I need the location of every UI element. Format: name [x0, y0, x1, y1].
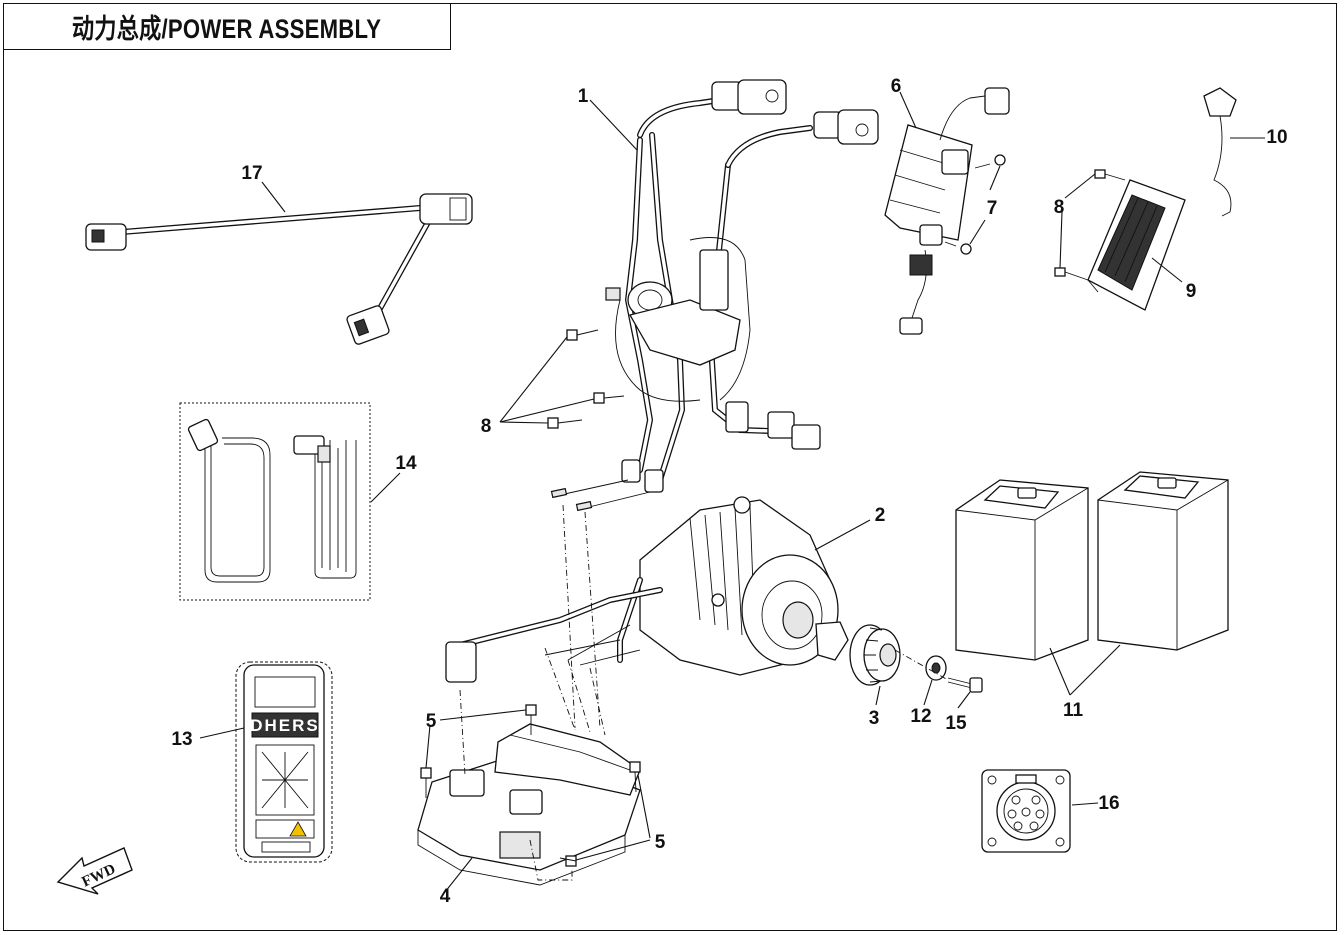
part-1-main-harness	[550, 79, 879, 512]
fwd-arrow: FWD	[56, 847, 133, 895]
callout-16: 16	[1098, 793, 1119, 814]
callout-13: 13	[171, 729, 192, 750]
part-16-charging-port	[981, 769, 1099, 853]
callout-11: 11	[1063, 700, 1084, 721]
callout-5-right: 5	[655, 832, 666, 853]
part-3-drive-pulley	[849, 624, 901, 706]
part-11-batteries	[955, 471, 1229, 696]
callout-17: 17	[241, 163, 262, 184]
page-title: 动力总成/POWER ASSEMBLY	[72, 14, 382, 44]
part-9-controller-plate	[1054, 169, 1186, 311]
part-4-motor-controller	[417, 504, 641, 893]
callout-15: 15	[945, 713, 967, 734]
callout-1: 1	[578, 86, 589, 107]
callout-8-left: 8	[481, 416, 492, 437]
callout-labels: 1 2 3 4 5 5 6 7 8 8 9 10 11 12 13 14 15 …	[171, 76, 1287, 907]
callout-2: 2	[875, 505, 886, 526]
callout-7: 7	[987, 198, 998, 219]
callout-5-top: 5	[426, 711, 437, 732]
part-12-washer	[923, 655, 947, 706]
callout-14: 14	[395, 453, 417, 474]
part-6-control-module	[884, 87, 1010, 335]
callout-3: 3	[869, 708, 880, 729]
callout-9: 9	[1186, 281, 1197, 302]
display-brand-text: DHERS	[250, 716, 320, 735]
callout-6: 6	[891, 76, 902, 97]
part-8-bolts-harness	[499, 329, 625, 429]
part-13-display-unit: DHERS	[199, 661, 333, 863]
callout-10: 10	[1266, 127, 1287, 148]
leader-17	[261, 181, 286, 213]
part-5-bolts	[420, 704, 651, 867]
part-2-motor	[445, 496, 871, 683]
part-14-charger-cables	[179, 402, 401, 601]
callout-12: 12	[910, 706, 931, 727]
diagram-frame	[3, 3, 1337, 931]
part-10-sensor	[1203, 87, 1265, 217]
part-17-harness	[85, 193, 473, 345]
callout-8-right: 8	[1054, 197, 1065, 218]
callout-4: 4	[440, 886, 451, 907]
title-box: 动力总成/POWER ASSEMBLY	[3, 3, 451, 50]
part-15-bolt	[894, 649, 983, 709]
